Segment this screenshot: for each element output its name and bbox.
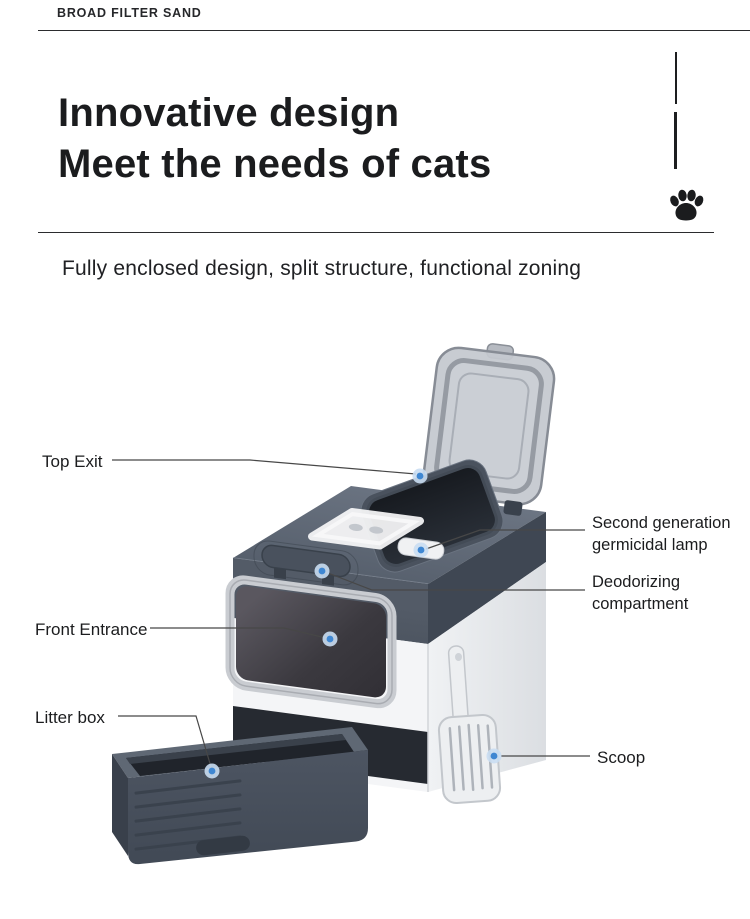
paw-print-icon [670, 189, 704, 221]
callout-litter-box: Litter box [35, 708, 105, 727]
callout-scoop: Scoop [597, 748, 646, 767]
mid-divider [38, 232, 714, 233]
title-line-2: Meet the needs of cats [58, 141, 492, 186]
front-entrance-window [225, 575, 397, 709]
decorative-bar-1 [675, 52, 677, 104]
top-divider [38, 30, 750, 31]
top-sticker [308, 508, 424, 550]
litter-drawer [112, 727, 368, 865]
callout-front-entrance: Front Entrance [35, 620, 148, 639]
leader-lines [112, 459, 590, 768]
callout-top-exit: Top Exit [42, 452, 103, 471]
callout-dots [204, 468, 502, 779]
callout-deodorizing: Deodorizing compartment [592, 573, 689, 613]
drawer-handle-notch [196, 835, 250, 856]
drawer-ribs [134, 779, 242, 851]
brand-text: BROAD FILTER SAND [57, 6, 202, 20]
scoop [437, 645, 502, 804]
subtitle-text: Fully enclosed design, split structure, … [62, 257, 582, 280]
decorative-bar-2 [674, 112, 677, 169]
title-line-1: Innovative design [58, 91, 400, 135]
page-title: Innovative design Meet the needs of cats [58, 88, 491, 190]
callout-germicidal-lamp: Second generation germicidal lamp [592, 514, 731, 554]
